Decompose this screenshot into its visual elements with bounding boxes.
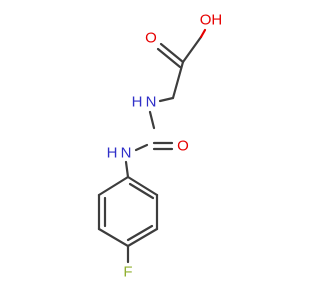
benzene-ring xyxy=(97,175,159,248)
nh-low-nitrogen-label: N xyxy=(121,145,132,162)
ring-bond-1-inner xyxy=(128,182,155,200)
bond-ch2-cooh xyxy=(171,60,185,100)
fluorine-label: F xyxy=(123,264,132,281)
urea-oxygen-label: O xyxy=(177,138,189,155)
bond-n-top-c xyxy=(148,110,156,130)
ring-bond-6 xyxy=(97,175,130,197)
ring-bond-1 xyxy=(126,175,159,197)
carboxyl-oxygen-label: O xyxy=(145,30,157,47)
oh-label: OH xyxy=(200,12,223,29)
nh-top-nitrogen-label: N xyxy=(146,94,157,111)
bond-c-n-low xyxy=(134,143,149,152)
molecule-diagram: OH O H N O H N F xyxy=(97,12,223,281)
bond-n-low-ring xyxy=(124,160,130,179)
nh-low-hydrogen-label: H xyxy=(107,145,118,162)
nh-top-hydrogen-label: H xyxy=(132,94,143,111)
ring-bond-4 xyxy=(97,227,130,248)
ring-bond-3 xyxy=(126,227,159,248)
bond-cooh-oh xyxy=(181,35,203,64)
bond-c-o-double-a xyxy=(159,42,185,64)
bond-oh-tail xyxy=(199,28,207,39)
bond-ch2-n-top xyxy=(158,96,175,103)
carboxyl-group xyxy=(156,28,207,100)
ring-bond-3-inner xyxy=(126,224,154,242)
urea-group xyxy=(134,110,174,152)
bond-c-o-double-b xyxy=(156,47,182,69)
